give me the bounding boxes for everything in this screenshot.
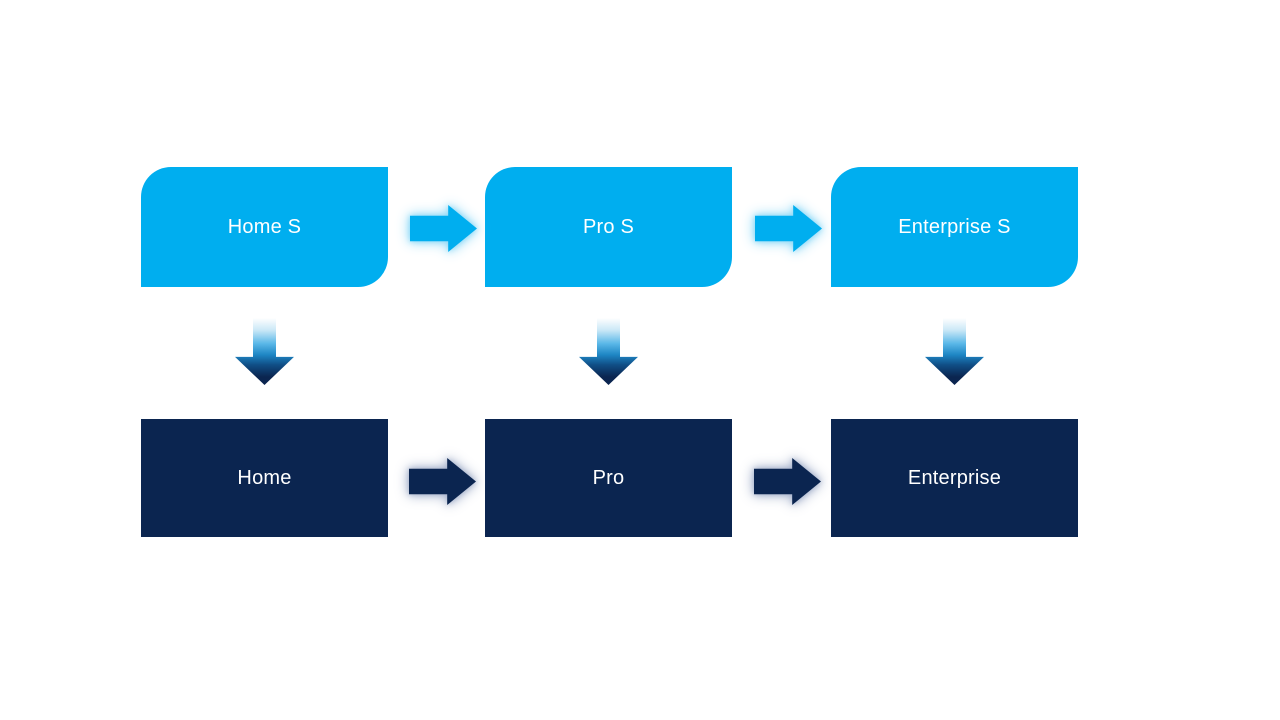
box-label: Pro S [582,215,635,238]
box-enterprise-s: Enterprise S [831,167,1078,287]
box-enterprise: Enterprise [831,419,1078,537]
box-label: Home S [227,215,302,238]
box-pro: Pro [485,419,732,537]
box-home-s: Home S [141,167,388,287]
right-arrow-icon [410,205,477,252]
right-arrow-icon [409,458,476,505]
down-arrow-icon [925,318,984,385]
box-label: Pro [592,466,625,489]
down-arrow-icon [235,318,294,385]
right-arrow-shape [410,205,477,252]
box-label: Home [237,466,292,489]
right-arrow-shape [754,458,821,505]
right-arrow-icon [754,458,821,505]
box-label: Enterprise S [898,215,1011,238]
right-arrow-icon [755,205,822,252]
right-arrow-shape [755,205,822,252]
down-arrow-icon [579,318,638,385]
box-pro-s: Pro S [485,167,732,287]
box-home: Home [141,419,388,537]
right-arrow-shape [409,458,476,505]
box-label: Enterprise [907,466,1002,489]
